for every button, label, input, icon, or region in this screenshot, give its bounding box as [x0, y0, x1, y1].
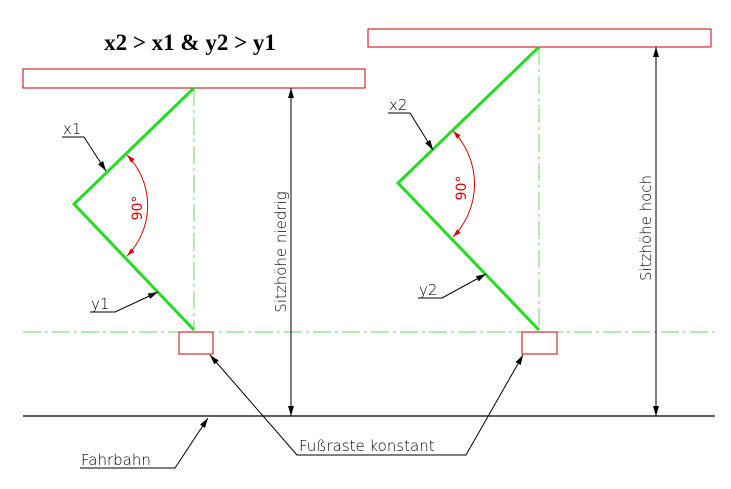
label-x2: x2 [389, 96, 407, 114]
linkage-high [395, 45, 541, 332]
dim-high-label: Sitzhöhe hoch [637, 175, 655, 281]
angle-arc-left [126, 154, 149, 257]
dim-low-label: Sitzhöhe niedrig [272, 191, 290, 312]
leader-y1 [90, 291, 159, 313]
seat-high [367, 28, 712, 48]
angle-arc-right [452, 130, 475, 238]
leader-x2 [388, 112, 434, 151]
leader-footrest [209, 354, 524, 456]
label-footrest: Fußraste konstant [299, 437, 435, 455]
title: x2 > x1 & y2 > y1 [104, 30, 276, 55]
leader-x1 [62, 136, 107, 172]
linkage-low [71, 86, 196, 332]
label-y1: y1 [91, 295, 109, 313]
footrest-left [178, 331, 214, 355]
angle-label-right: 90° [454, 176, 470, 201]
angle-label-left: 90° [130, 196, 146, 221]
label-road: Fahrbahn [81, 451, 151, 469]
seat-low [22, 68, 366, 89]
leader-y2 [418, 273, 487, 299]
label-y2: y2 [419, 281, 437, 299]
leader-road [80, 417, 209, 469]
label-x1: x1 [63, 120, 81, 138]
footrest-right [521, 331, 558, 355]
